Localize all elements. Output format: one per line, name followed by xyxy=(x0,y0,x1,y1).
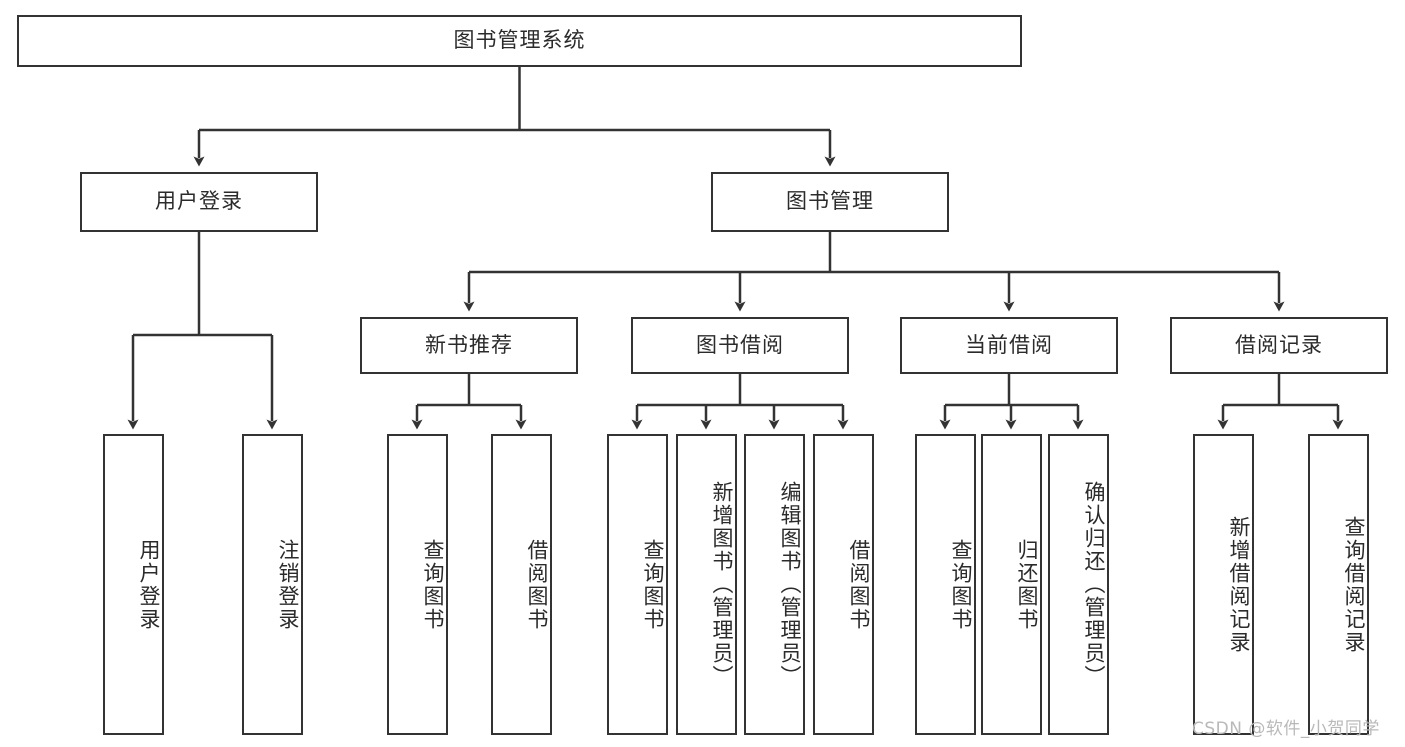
leaf-return-book-label: 归还图书 xyxy=(1015,538,1039,631)
leaf-query-book-2-label: 查询图书 xyxy=(641,538,665,631)
leaf-query-book-3[interactable]: 查询图书 xyxy=(915,434,976,735)
node-borrow-record-label: 借阅记录 xyxy=(1235,332,1323,357)
node-new-book-recommend[interactable]: 新书推荐 xyxy=(360,317,578,374)
leaf-query-book-1-label: 查询图书 xyxy=(421,538,445,631)
node-book-manage[interactable]: 图书管理 xyxy=(711,172,949,232)
leaf-confirm-return-label: 确认归还（管理员） xyxy=(1082,481,1106,688)
leaf-borrow-book-2[interactable]: 借阅图书 xyxy=(813,434,874,735)
node-book-manage-label: 图书管理 xyxy=(786,189,874,214)
leaf-user-login-label: 用户登录 xyxy=(137,538,161,631)
leaf-user-login[interactable]: 用户登录 xyxy=(103,434,164,735)
leaf-query-record[interactable]: 查询借阅记录 xyxy=(1308,434,1369,735)
leaf-borrow-book-2-label: 借阅图书 xyxy=(847,538,871,631)
csdn-watermark: CSDN @软件_小贺同学 xyxy=(1192,719,1380,739)
leaf-confirm-return[interactable]: 确认归还（管理员） xyxy=(1048,434,1109,735)
leaf-logout-login[interactable]: 注销登录 xyxy=(242,434,303,735)
leaf-borrow-book-1[interactable]: 借阅图书 xyxy=(491,434,552,735)
node-borrow-record[interactable]: 借阅记录 xyxy=(1170,317,1388,374)
leaf-query-book-2[interactable]: 查询图书 xyxy=(607,434,668,735)
leaf-query-book-3-label: 查询图书 xyxy=(949,538,973,631)
leaf-add-record[interactable]: 新增借阅记录 xyxy=(1193,434,1254,735)
leaf-add-record-label: 新增借阅记录 xyxy=(1227,515,1251,654)
node-user-login[interactable]: 用户登录 xyxy=(80,172,318,232)
leaf-logout-login-label: 注销登录 xyxy=(276,538,300,631)
leaf-add-book[interactable]: 新增图书（管理员） xyxy=(676,434,737,735)
node-new-book-recommend-label: 新书推荐 xyxy=(425,332,513,357)
leaf-add-book-label: 新增图书（管理员） xyxy=(710,481,734,688)
node-book-borrow[interactable]: 图书借阅 xyxy=(631,317,849,374)
node-root-label: 图书管理系统 xyxy=(453,28,586,53)
node-user-login-label: 用户登录 xyxy=(155,189,243,214)
node-root[interactable]: 图书管理系统 xyxy=(17,15,1022,67)
node-current-borrow[interactable]: 当前借阅 xyxy=(900,317,1118,374)
node-current-borrow-label: 当前借阅 xyxy=(965,332,1053,357)
leaf-query-book-1[interactable]: 查询图书 xyxy=(387,434,448,735)
leaf-edit-book-label: 编辑图书（管理员） xyxy=(778,481,802,688)
leaf-edit-book[interactable]: 编辑图书（管理员） xyxy=(744,434,805,735)
leaf-return-book[interactable]: 归还图书 xyxy=(981,434,1042,735)
node-book-borrow-label: 图书借阅 xyxy=(696,332,784,357)
leaf-borrow-book-1-label: 借阅图书 xyxy=(525,538,549,631)
leaf-query-record-label: 查询借阅记录 xyxy=(1342,515,1366,654)
